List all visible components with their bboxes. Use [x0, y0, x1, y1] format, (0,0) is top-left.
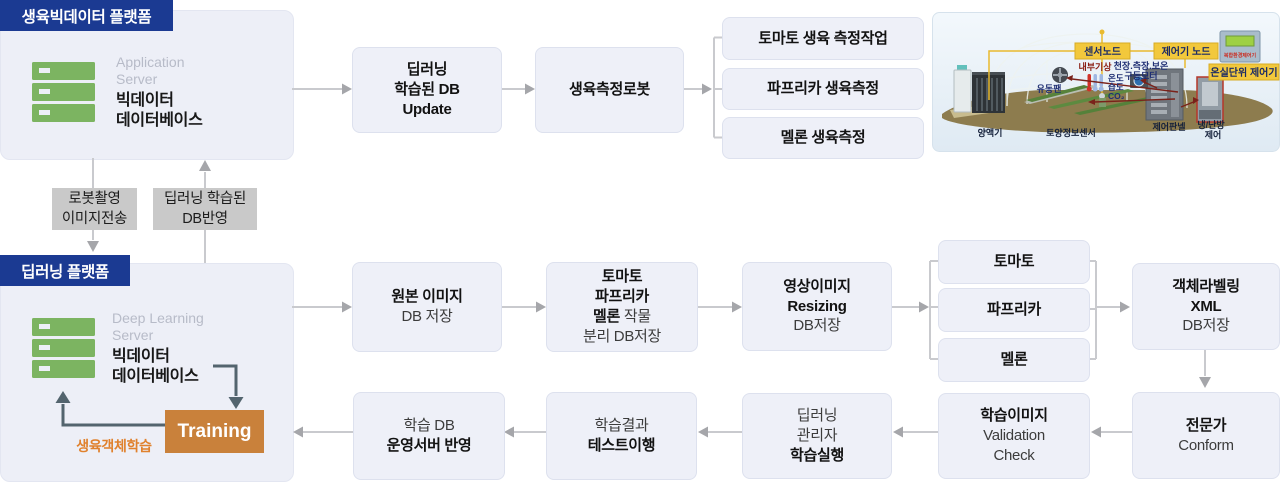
hvac-photo [1196, 76, 1224, 123]
box-crop-tomato: 토마토 [938, 240, 1090, 284]
hvac-label-2: 제어 [1205, 129, 1222, 140]
training-box: Training [165, 410, 264, 453]
box-growth-robot: 생육측정로봇 [535, 47, 684, 133]
control-arrow-tips [1066, 75, 1199, 105]
line-db-to-training [213, 364, 238, 396]
box-crop-paprika: 파프리카 [938, 288, 1090, 332]
dl-server-title: 빅데이터 데이터베이스 [112, 348, 199, 386]
box-crop-melon: 멜론 [938, 338, 1090, 382]
unit-controller-label-bg [1208, 63, 1280, 81]
fan [1052, 67, 1068, 83]
box-paprika-measure: 파프리카 생육측정 [722, 68, 924, 110]
device-label: 복합환경제어기 [1224, 52, 1257, 59]
bracket-crops-right [1088, 260, 1097, 360]
line-training-to-server [61, 404, 165, 427]
flow-arrowheads [87, 83, 1211, 438]
greenhouse-illustration: 복합환경제어기 [932, 12, 1280, 152]
humidity-label: 습도 [1108, 82, 1124, 92]
node-labels: 센서노드 제어기 노드 온실단위 제어기 [1074, 42, 1280, 81]
deeplearning-platform-badge: 딥러닝 플랫폼 [0, 255, 130, 286]
bigdata-platform-badge: 생육빅데이터 플랫폼 [0, 0, 173, 31]
temp-label: 온도 [1108, 73, 1124, 83]
control-panel [1145, 68, 1184, 121]
controller-node-label: 제어기 노드 [1162, 45, 1211, 58]
nutrient-label: 양액기 [978, 127, 1003, 138]
ground [942, 90, 1273, 133]
dl-server-text: Deep Learning Server 빅데이터 데이터베이스 [112, 310, 287, 387]
dl-server-label: Deep Learning Server [112, 310, 204, 343]
fan-label: 유동팬 [1037, 83, 1062, 94]
co2-label: CO₂ [1108, 91, 1125, 101]
annotation-texts: 내부기상 천장.측장.보온 구동모터 온도 습도 CO₂ 유동팬 양액기 토양정… [978, 60, 1226, 140]
soil-sensor-icon [1099, 93, 1106, 107]
motor-label-1: 천장.측장.보온 [1114, 60, 1169, 71]
training-note: 생육객체학습 [76, 438, 152, 454]
bracket-crops-left [929, 260, 938, 360]
box-tomato-measure: 토마토 생육 측정작업 [722, 17, 924, 60]
unit-controller-label: 온실단위 제어기 [1210, 66, 1277, 79]
drive-motor [1130, 74, 1148, 88]
hvac-label-1: 냉/난방 [1197, 119, 1225, 130]
training-arrow-lines [61, 364, 238, 427]
app-server-text: Application Server 빅데이터 데이터베이스 [116, 54, 286, 131]
controller-node-label-bg [1153, 42, 1219, 60]
sensor-wire-node [1099, 29, 1105, 35]
soil-sensor-label: 토양정보센서 [1046, 127, 1096, 138]
nutrient-machine [953, 65, 1005, 113]
sensor-node-label: 센서노드 [1084, 45, 1121, 58]
sensor-node-label-bg [1074, 42, 1131, 60]
motor-label-2: 구동모터 [1124, 70, 1157, 81]
app-server-label: Application Server [116, 54, 185, 87]
box-melon-measure: 멜론 생육측정 [722, 117, 924, 159]
app-server-title: 빅데이터 데이터베이스 [116, 92, 203, 130]
indoor-weather-label: 내부기상 [1078, 61, 1112, 72]
training-arrowheads [55, 391, 244, 409]
flow-lines [92, 36, 1206, 433]
bracket-top-outputs [713, 36, 722, 139]
server-icon [32, 318, 95, 378]
unit-controller-device: 복합환경제어기 [1219, 30, 1261, 63]
server-icon [32, 62, 95, 122]
panel-label: 제어판넬 [1152, 121, 1185, 132]
